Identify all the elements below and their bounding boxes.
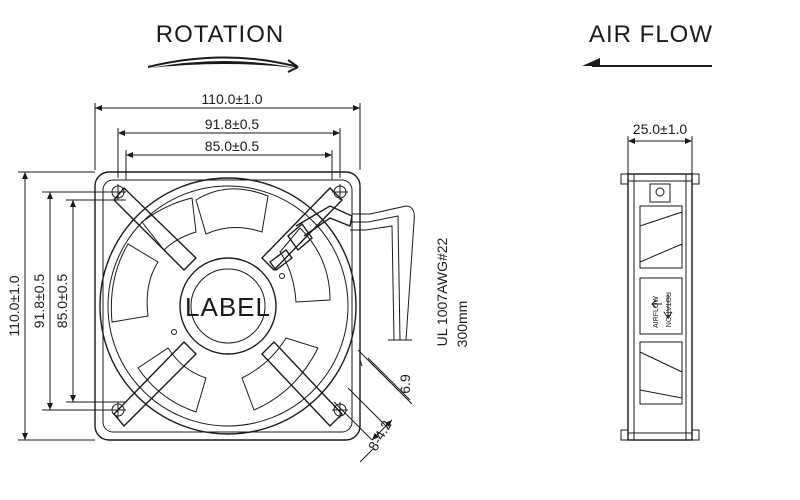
side-label-rotation: ROTATION [664,292,671,327]
fan-front-view: LABEL [94,171,361,441]
fan-venturi-outer [99,177,357,435]
left-dimension-lines [18,171,126,441]
fan-side-view: ROTATION AIRFLOW [620,173,700,441]
side-bottom-flange-right [691,429,700,441]
hub-label: LABEL [185,292,271,322]
side-depth-dimension: 25.0±1.0 [633,121,688,137]
cable-length: 300mm [454,301,470,348]
airflow-title: AIR FLOW [589,21,713,48]
side-label-airflow: AIRFLOW [653,296,660,328]
mounting-holes [110,184,348,418]
left-hole-dimension: 91.8±0.5 [31,274,47,329]
top-hole-dimension: 91.8±0.5 [205,116,260,132]
cable-spec: UL 1007AWG#22 [434,237,450,346]
side-cable-exit [649,183,671,203]
side-body [627,173,693,441]
fan-hub-outer [179,257,277,355]
hub-screw-right [279,273,285,279]
wire-strain-relief [269,205,353,271]
airflow-arrow-icon [582,58,712,67]
side-label-panel [639,277,683,335]
rotation-arrow-icon [147,56,299,73]
cable-lines [350,205,415,341]
top-inner-dimension: 85.0±0.5 [205,138,260,154]
top-dimension-lines [94,103,361,180]
side-blade-bottom [639,341,683,405]
fan-venturi-inner [107,185,349,427]
side-bottom-flange [620,429,629,441]
fan-hub-inner [190,268,266,344]
left-overall-dimension: 110.0±1.0 [6,275,22,336]
corner-detail-lines [333,349,413,463]
hub-screw-left [171,329,177,335]
rotation-arrow-fill-icon [150,61,296,68]
top-overall-dimension: 110.0±1.0 [201,91,262,107]
fan-frame-inner [102,179,353,433]
rotation-title: ROTATION [156,21,284,48]
side-label-arrows-icon [651,294,673,320]
side-dimension-lines [627,136,693,174]
side-blade-top [639,205,683,269]
side-cable-hole [655,187,665,197]
hole-diameter-dimension: 8-4.2 [365,418,395,454]
fan-frame-outer [94,171,361,441]
side-top-flange-right [691,173,700,185]
corner-offset-dimension: 6.9 [397,374,413,394]
left-inner-dimension: 85.0±0.5 [54,274,70,329]
side-top-flange [620,173,629,185]
